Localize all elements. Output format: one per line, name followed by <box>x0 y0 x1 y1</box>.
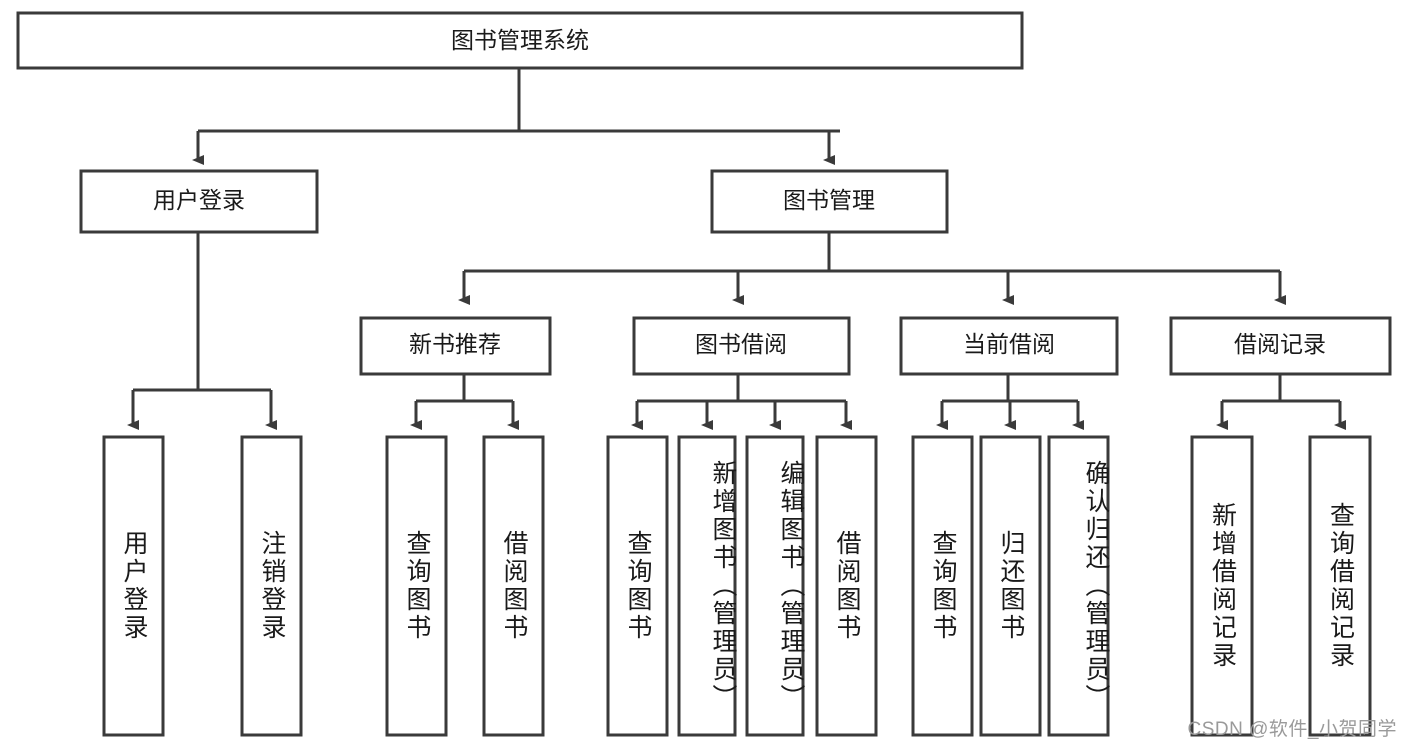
leaf-box-borrow-book-1[interactable] <box>482 435 545 737</box>
node-book-borrow[interactable]: 图书借阅 <box>632 316 851 376</box>
leaf-box-return-book[interactable] <box>979 435 1042 737</box>
leaf-box-borrow-book-2[interactable] <box>815 435 878 737</box>
leaf-label-edit-book: 编辑图书（管理员） <box>777 460 805 712</box>
edges-root-to-level2 <box>192 68 840 165</box>
edges-book-borrow-to-leaves <box>631 374 852 430</box>
leaf-boxes <box>102 435 1372 737</box>
leaf-box-edit-book[interactable] <box>745 435 805 737</box>
node-new-book-recommend-label: 新书推荐 <box>409 331 501 357</box>
node-borrow-record[interactable]: 借阅记录 <box>1169 316 1392 376</box>
leaf-label-borrow-book-2: 借阅图书 <box>833 530 861 642</box>
leaf-box-query-book-3[interactable] <box>911 435 974 737</box>
leaf-label-confirm-return: 确认归还（管理员） <box>1082 460 1110 712</box>
leaf-label-add-book: 新增图书（管理员） <box>709 460 737 712</box>
leaf-label-query-record: 查询借阅记录 <box>1326 502 1355 670</box>
node-root-label: 图书管理系统 <box>451 27 589 53</box>
leaf-box-query-book-2[interactable] <box>606 435 669 737</box>
leaf-label-query-book-3: 查询图书 <box>929 530 957 642</box>
csdn-watermark: CSDN @软件_小贺同学 <box>1187 719 1397 740</box>
node-new-book-recommend[interactable]: 新书推荐 <box>359 316 552 376</box>
leaf-box-add-book[interactable] <box>677 435 737 737</box>
leaf-label-add-record: 新增借阅记录 <box>1208 502 1237 670</box>
node-book-borrow-label: 图书借阅 <box>695 331 787 357</box>
node-current-borrow-label: 当前借阅 <box>963 331 1055 357</box>
node-book-manage[interactable]: 图书管理 <box>710 169 949 234</box>
leaf-box-logout[interactable] <box>240 435 303 737</box>
leaf-label-query-book-2: 查询图书 <box>624 530 652 642</box>
edges-current-borrow-to-leaves <box>936 374 1084 430</box>
leaf-box-confirm-return[interactable] <box>1047 435 1110 737</box>
leaf-label-return-book: 归还图书 <box>997 530 1025 642</box>
edges-borrow-record-to-leaves <box>1216 374 1346 430</box>
leaf-label-query-book-1: 查询图书 <box>403 530 431 642</box>
node-borrow-record-label: 借阅记录 <box>1234 331 1326 357</box>
leaf-box-user-login[interactable] <box>102 435 165 737</box>
node-user-login[interactable]: 用户登录 <box>79 169 319 234</box>
leaf-box-query-book-1[interactable] <box>385 435 448 737</box>
edges-book-manage-to-level3 <box>458 232 1286 305</box>
leaf-label-logout: 注销登录 <box>258 530 286 642</box>
node-user-login-label: 用户登录 <box>153 187 245 213</box>
edges-new-book-recommend-to-leaves <box>410 374 519 430</box>
leaf-label-borrow-book-1: 借阅图书 <box>500 530 528 642</box>
node-root[interactable]: 图书管理系统 <box>16 11 1024 70</box>
leaf-box-add-record[interactable] <box>1190 435 1254 737</box>
node-book-manage-label: 图书管理 <box>783 187 875 213</box>
edges-user-login-to-leaves <box>127 233 277 430</box>
leaf-label-user-login: 用户登录 <box>120 530 148 642</box>
leaf-box-query-record[interactable] <box>1308 435 1372 737</box>
node-current-borrow[interactable]: 当前借阅 <box>899 316 1119 376</box>
